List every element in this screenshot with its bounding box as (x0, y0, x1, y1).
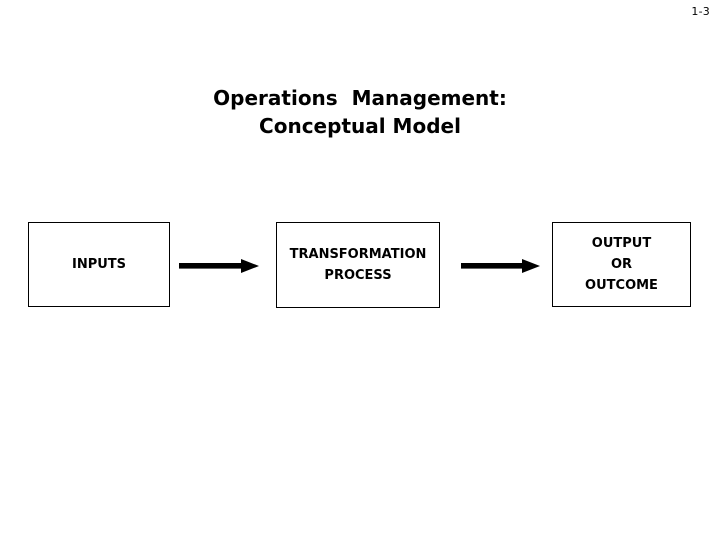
node-output-or-outcome-label: OUTPUT OR OUTCOME (585, 236, 658, 293)
page-title-line-1: Operations Management: (213, 86, 507, 110)
arrow-right-icon (179, 259, 259, 273)
node-inputs-label: INPUTS (71, 257, 127, 272)
node-output-or-outcome[interactable]: OUTPUT OR OUTCOME (552, 222, 691, 307)
node-transformation-process-label: TRANSFORMATION PROCESS (289, 247, 427, 283)
page-title: Operations Management: Conceptual Model (60, 84, 660, 140)
node-transformation-process[interactable]: TRANSFORMATION PROCESS (276, 222, 440, 308)
arrow-right-icon (461, 259, 540, 273)
page-title-line-2: Conceptual Model (259, 114, 461, 138)
node-inputs[interactable]: INPUTS (28, 222, 170, 307)
arrow-transformation-to-output (461, 258, 540, 274)
arrow-inputs-to-transformation (179, 258, 259, 274)
page-number: 1-3 (691, 5, 710, 18)
